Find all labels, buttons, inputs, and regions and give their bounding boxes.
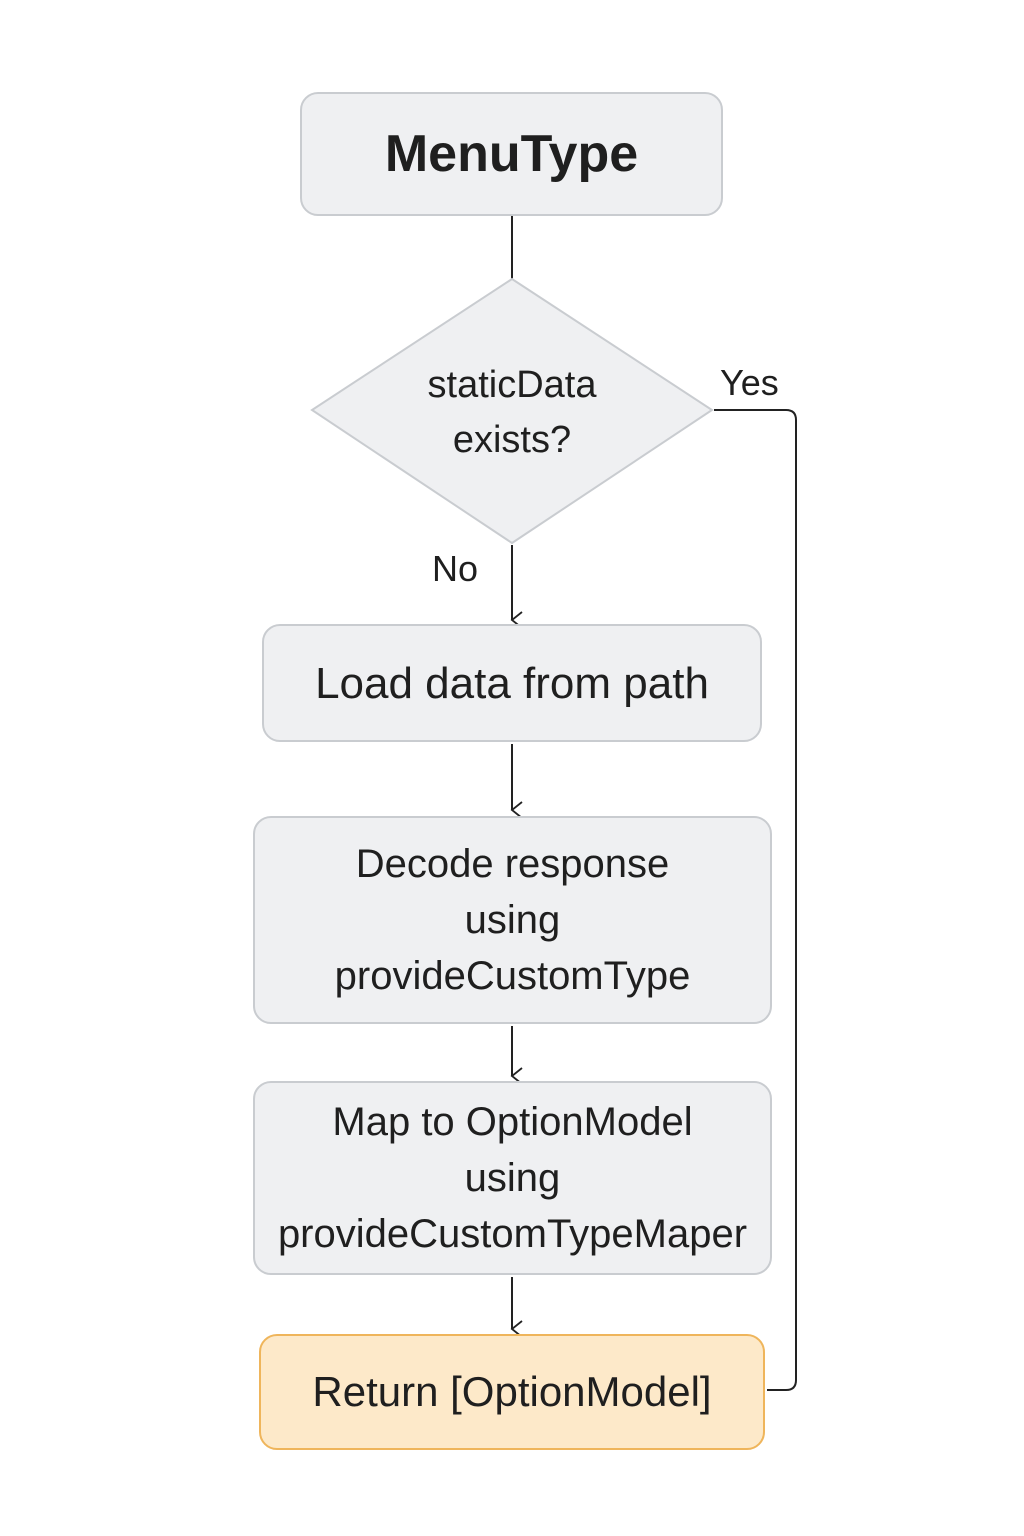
map-to-optionmodel-node: Map to OptionModel using provideCustomTy… [253,1081,772,1275]
decode-response-node: Decode response using provideCustomType [253,816,772,1024]
connector-yes-to-return [714,409,797,1391]
decision-node-label: staticData exists? [427,364,597,462]
return-optionmodel-node-label: Return [OptionModel] [312,1367,712,1415]
load-data-node: Load data from path [262,624,762,742]
menutype-node: MenuType [300,92,723,216]
edge-label-no: No [432,548,479,589]
edge-label-yes: Yes [720,362,779,403]
decode-response-node-label: Decode response using provideCustomType [334,842,691,998]
return-optionmodel-node: Return [OptionModel] [259,1334,765,1450]
load-data-node-label: Load data from path [315,658,709,708]
map-to-optionmodel-node-label: Map to OptionModel using provideCustomTy… [277,1100,748,1256]
decision-diamond [310,277,714,545]
menutype-node-label: MenuType [384,124,639,183]
